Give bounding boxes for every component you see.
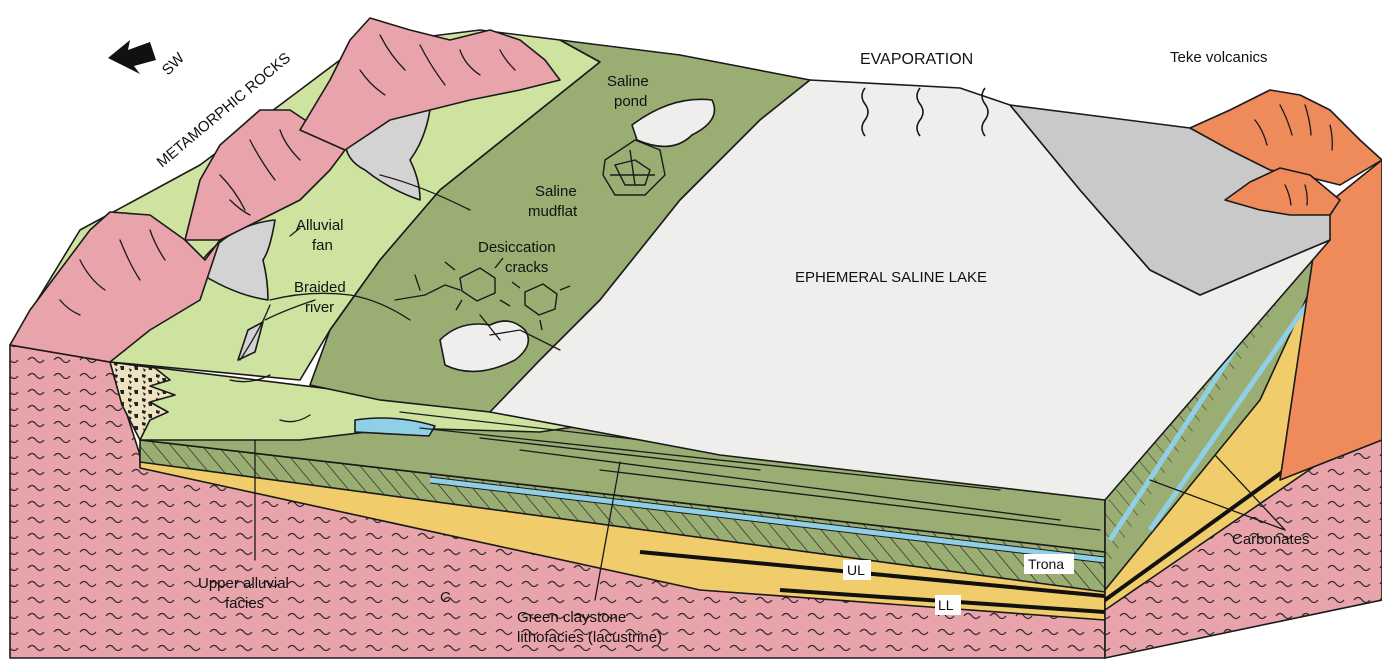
right-volcanic-face (1279, 159, 1382, 481)
saline-pond (631, 98, 716, 148)
direction-label: SW (159, 49, 189, 79)
mudflat-pond-2 (439, 320, 530, 373)
ll-box (935, 595, 961, 615)
trona-box (1024, 554, 1074, 574)
saline-mudflat-label-1: Saline (535, 183, 577, 200)
saline-mudflat-label-2: mudflat (528, 203, 578, 220)
saline-pond-label-1: Saline (607, 73, 649, 90)
ul-label: UL (847, 562, 865, 578)
evaporation-symbols (861, 87, 989, 137)
volcano-strokes (1254, 104, 1333, 206)
front-carbonate-2 (429, 477, 1106, 563)
front-carbonate-2-outline (429, 476, 1106, 564)
trona-label: Trona (1028, 556, 1064, 572)
teke-label: Teke volcanics (1170, 49, 1268, 66)
alluvial-fan-label-2: fan (312, 237, 333, 254)
front-hatched-texture (140, 440, 1105, 592)
mountain-ridge-strokes (59, 34, 516, 316)
ul-box (843, 560, 871, 580)
callout-lines (254, 227, 1286, 601)
metamorphic-mountains (9, 17, 561, 363)
alluvial-fan-label-1: Alluvial (296, 217, 344, 234)
braided-river-label-2: river (305, 299, 334, 316)
volcano-2 (1224, 167, 1341, 216)
upper-alluvial-label-2: facies (225, 595, 264, 612)
ul-bed (639, 550, 1106, 598)
green-claystone-label-1: Green claystone (517, 609, 626, 626)
right-basement-texture (1105, 420, 1382, 658)
desiccation-label-1: Desiccation (478, 239, 556, 256)
evaporation-label: EVAPORATION (860, 51, 973, 68)
green-claystone-label-2: lithofacies (lacustrine) (517, 629, 662, 646)
right-carbonate-2 (1147, 298, 1313, 532)
desiccation-label-2: cracks (505, 259, 548, 276)
right-hatched-texture (1105, 230, 1320, 570)
sw-arrow-icon (108, 40, 156, 74)
saline-pond-label-2: pond (614, 93, 647, 110)
right-face (1103, 159, 1382, 659)
upper-alluvial-label-1: Upper alluvial (198, 575, 289, 592)
mudflat-channels (394, 274, 561, 351)
front-carbonate-1 (354, 417, 436, 437)
carbonates-label: Carbonates (1232, 531, 1310, 548)
braided-river-label-1: Braided (294, 279, 346, 296)
desiccation-crack-polygons (444, 139, 666, 331)
front-breccia (109, 361, 176, 441)
braided-river-channels (229, 174, 471, 423)
c-label: C (440, 589, 451, 606)
ll-label: LL (938, 597, 954, 613)
mountain-3 (299, 17, 561, 151)
teke-volcanics (1189, 89, 1382, 216)
volcano-1 (1189, 89, 1382, 186)
lake-label: EPHEMERAL SALINE LAKE (795, 269, 987, 286)
